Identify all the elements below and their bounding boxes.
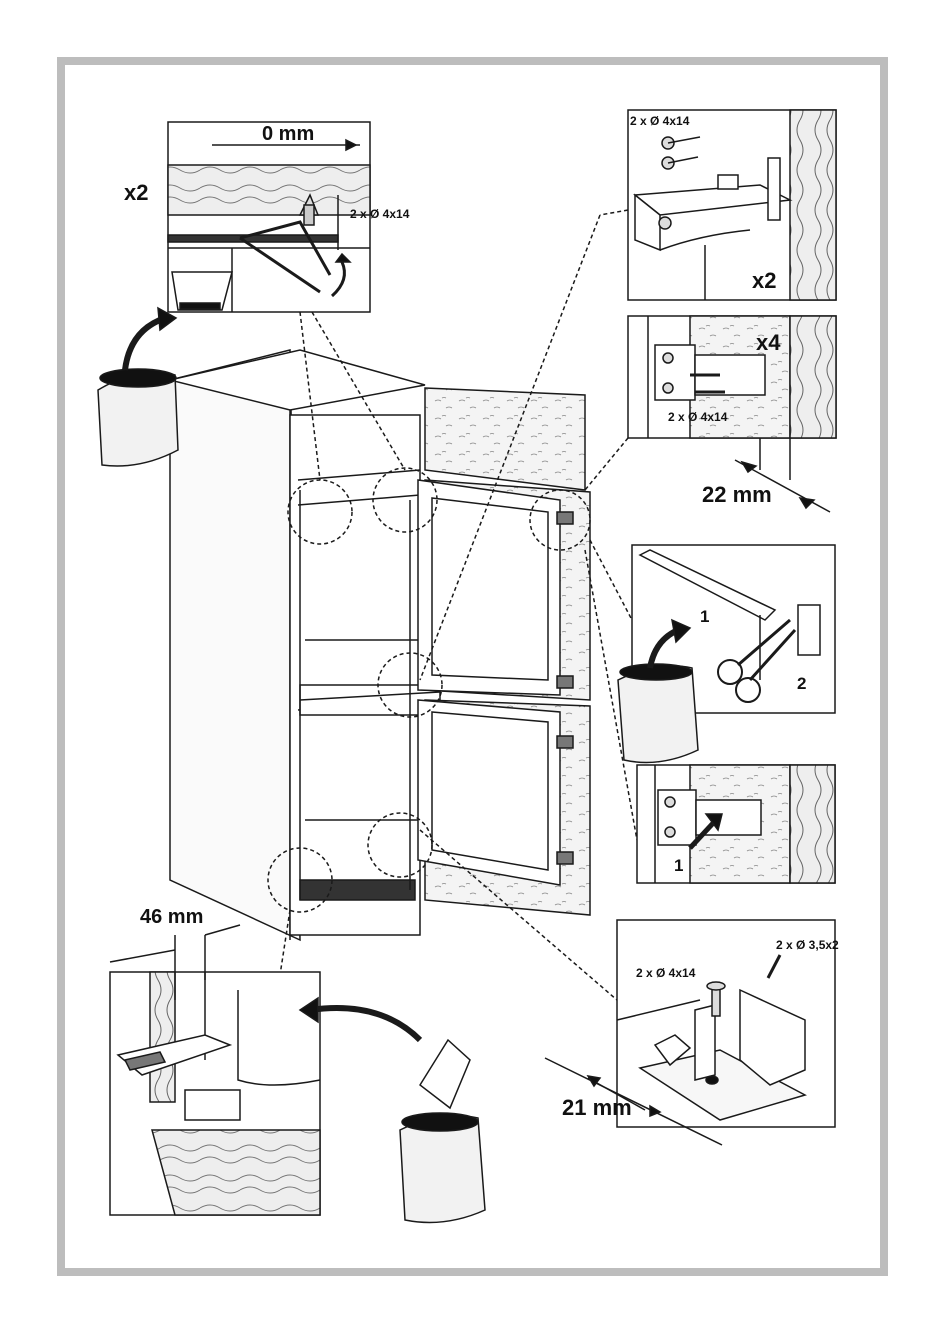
bag-cut-step [617,618,699,764]
bottom-right-screws-a: 2 x Ø 3,5x2 [776,938,839,952]
panel-upper-right-hinge [627,109,837,301]
bag-top-left [97,306,179,467]
panel-bottom-left [109,924,321,1216]
panel-slide-step [636,764,836,884]
bag-bottom [298,996,486,1224]
panel-door-bracket [627,315,837,513]
bottom-right-offset: 21 mm [562,1095,632,1120]
leader-lines [279,209,638,1001]
top-hinge-screws: 2 x Ø 4x14 [350,207,410,221]
panel-top-hinge [167,121,371,313]
decor-doors [417,387,591,916]
upper-right-hinge-screws: 2 x Ø 4x14 [630,114,690,128]
cut-step-2: 2 [797,674,807,693]
detail-circles [267,467,591,913]
panel-bottom-right [544,919,836,1146]
page-frame [57,57,888,1276]
cabinet [169,349,441,942]
door-bracket-screws: 2 x Ø 4x14 [668,410,728,424]
slide-step-1: 1 [674,856,684,875]
cut-step-1: 1 [700,607,710,626]
door-bracket-multiplier: x4 [756,330,781,355]
bottom-right-screws-b: 2 x Ø 4x14 [636,966,696,980]
top-hinge-offset: 0 mm [262,123,315,145]
top-hinge-multiplier: x2 [124,180,149,205]
upper-right-hinge-multiplier: x2 [752,268,777,293]
door-bracket-offset: 22 mm [702,482,772,507]
bottom-left-offset: 46 mm [140,906,204,928]
